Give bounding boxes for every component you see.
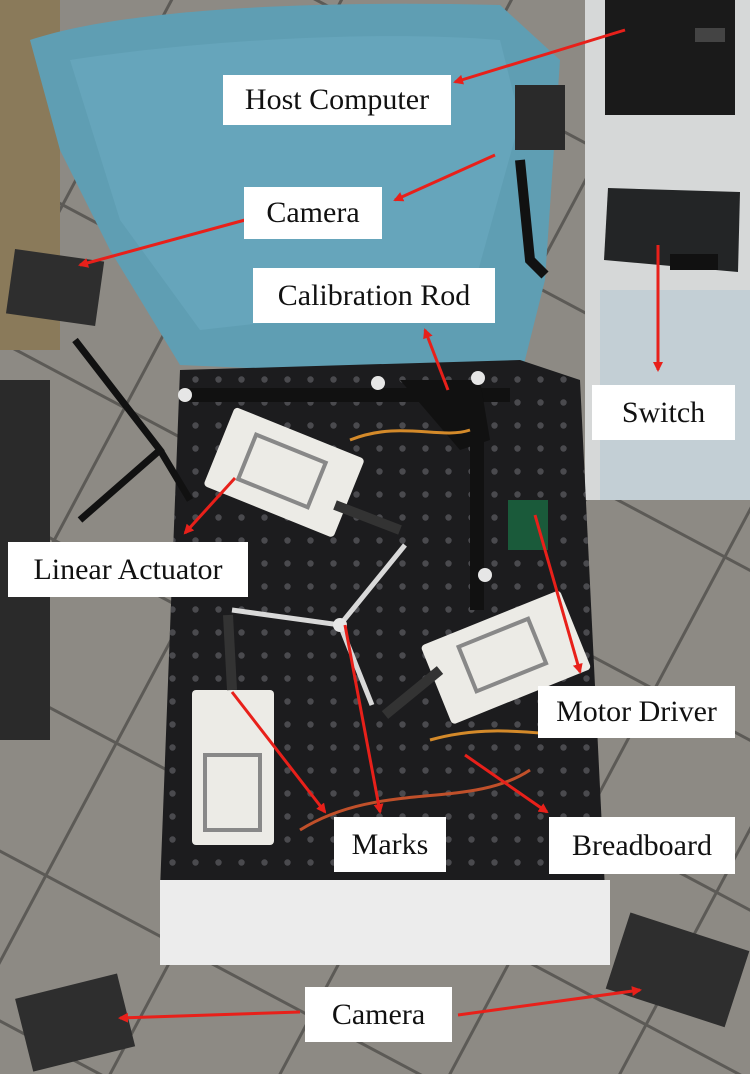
- actuator-bottom: [192, 690, 274, 845]
- label-breadboard: Breadboard: [549, 817, 735, 874]
- camera-bottom-right-body: [605, 912, 750, 1028]
- network-switch: [604, 188, 740, 272]
- label-camera-top: Camera: [244, 187, 382, 239]
- label-camera-bottom: Camera: [305, 987, 452, 1042]
- motor-driver-board: [508, 500, 548, 550]
- camera-top-body: [515, 85, 565, 150]
- camera-left-body: [5, 249, 105, 326]
- label-marks: Marks: [334, 817, 446, 872]
- actuator-top: [204, 407, 364, 537]
- label-motor-driver: Motor Driver: [538, 686, 735, 738]
- label-calibration-rod: Calibration Rod: [253, 268, 495, 323]
- label-switch: Switch: [592, 385, 735, 440]
- white-base: [160, 880, 610, 965]
- host-computer: [605, 0, 735, 115]
- camera-top-tripod: [515, 159, 549, 279]
- camera-bottom-left-body: [15, 973, 136, 1072]
- label-linear-actuator: Linear Actuator: [8, 542, 248, 597]
- label-host-computer: Host Computer: [223, 75, 451, 125]
